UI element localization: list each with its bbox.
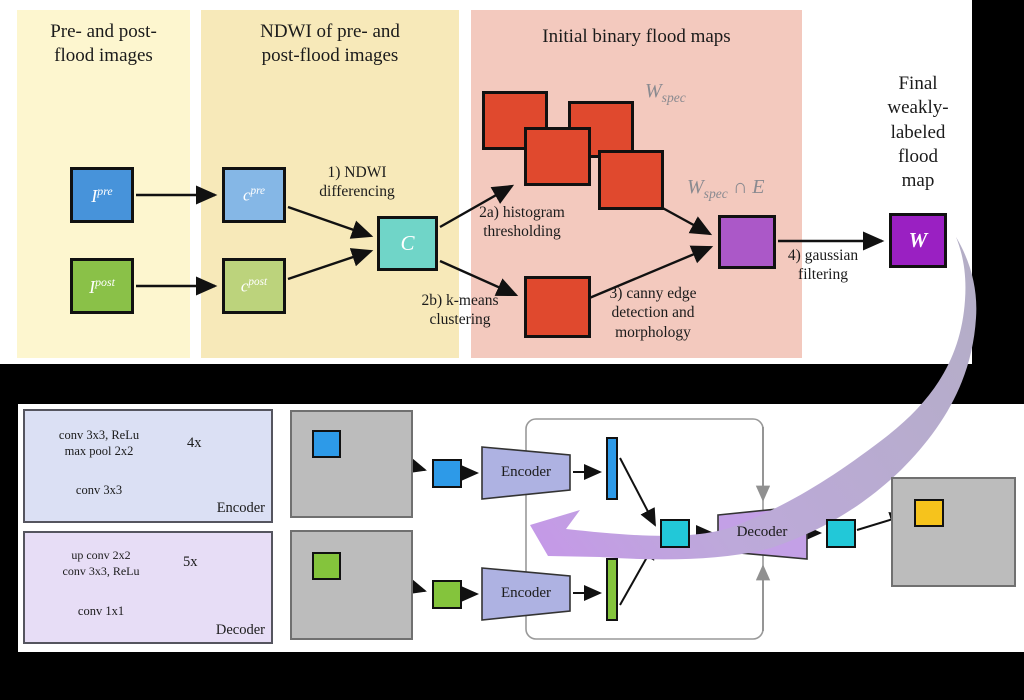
post-flood-image-node: Ipost (70, 258, 134, 314)
step-canny-morphology: 3) canny edge detection and morphology (609, 285, 697, 341)
pre-image-tile (290, 410, 413, 518)
node-label: Ipost (89, 274, 115, 297)
binary-flood-map-kmeans (524, 276, 591, 338)
pre-feature-vector (606, 437, 618, 500)
step-histogram-thresholding: 2a) histogram thresholding (479, 204, 565, 241)
encoder-conv-block-label: conv 3x3, ReLu max pool 2x2 (58, 428, 140, 459)
decoder-label: Decoder (736, 524, 788, 540)
node-label: W (908, 228, 928, 252)
difference-node: C (377, 216, 438, 271)
pre-patch-input (432, 459, 462, 488)
step-kmeans-clustering: 2b) k-means clustering (421, 292, 499, 329)
w-spec-label: Wspec (645, 80, 686, 105)
encoder-top-label: Encoder (501, 464, 551, 480)
ndwi-post-node: cpost (222, 258, 286, 314)
step-ndwi-differencing: 1) NDWI differencing (319, 164, 395, 201)
encoder-repeat-label: 4x (187, 435, 202, 451)
step-gaussian-filtering: 4) gaussian filtering (787, 247, 859, 284)
decoder-upconv-block-label: up conv 2x2 conv 3x3, ReLu (62, 548, 140, 578)
decoder-final-conv-label: conv 1x1 (77, 604, 125, 618)
fused-embedding (660, 519, 690, 548)
post-image-tile (290, 530, 413, 640)
panel2-title: NDWI of pre- and post-flood images (260, 21, 400, 66)
node-label: C (400, 231, 415, 255)
encoder-bottom-label: Encoder (501, 585, 551, 601)
intersection-map-node (718, 215, 776, 269)
pre-patch (312, 430, 341, 458)
panel3-title: Initial binary flood maps (542, 26, 731, 47)
pre-flood-image-node: Ipre (70, 167, 134, 223)
binary-flood-map-4 (598, 150, 664, 210)
node-label: cpre (242, 184, 266, 205)
node-label: cpost (240, 275, 268, 296)
node-label: Ipre (91, 183, 113, 206)
encoder-final-conv-label: conv 3x3 (75, 483, 123, 497)
post-patch-input (432, 580, 462, 609)
decoder-repeat-label: 5x (183, 554, 198, 570)
post-feature-vector (606, 558, 618, 621)
w-spec-intersect-e-label: Wspec ∩ E (687, 176, 765, 201)
encoder-legend-box (23, 409, 273, 523)
binary-flood-map-3 (524, 127, 591, 186)
encoder-legend-title: Encoder (216, 500, 265, 516)
decoder-output-patch (826, 519, 856, 548)
predicted-patch (914, 499, 944, 527)
panel1-title: Pre- and post- flood images (50, 21, 157, 66)
post-patch (312, 552, 341, 580)
decoder-legend-box (23, 531, 273, 644)
ndwi-pre-node: cpre (222, 167, 286, 223)
decoder-legend-title: Decoder (215, 622, 265, 638)
final-map-title: Final weakly- labeled flood map (887, 73, 949, 192)
output-map-tile (891, 477, 1016, 587)
final-flood-map-node: W (889, 213, 947, 268)
